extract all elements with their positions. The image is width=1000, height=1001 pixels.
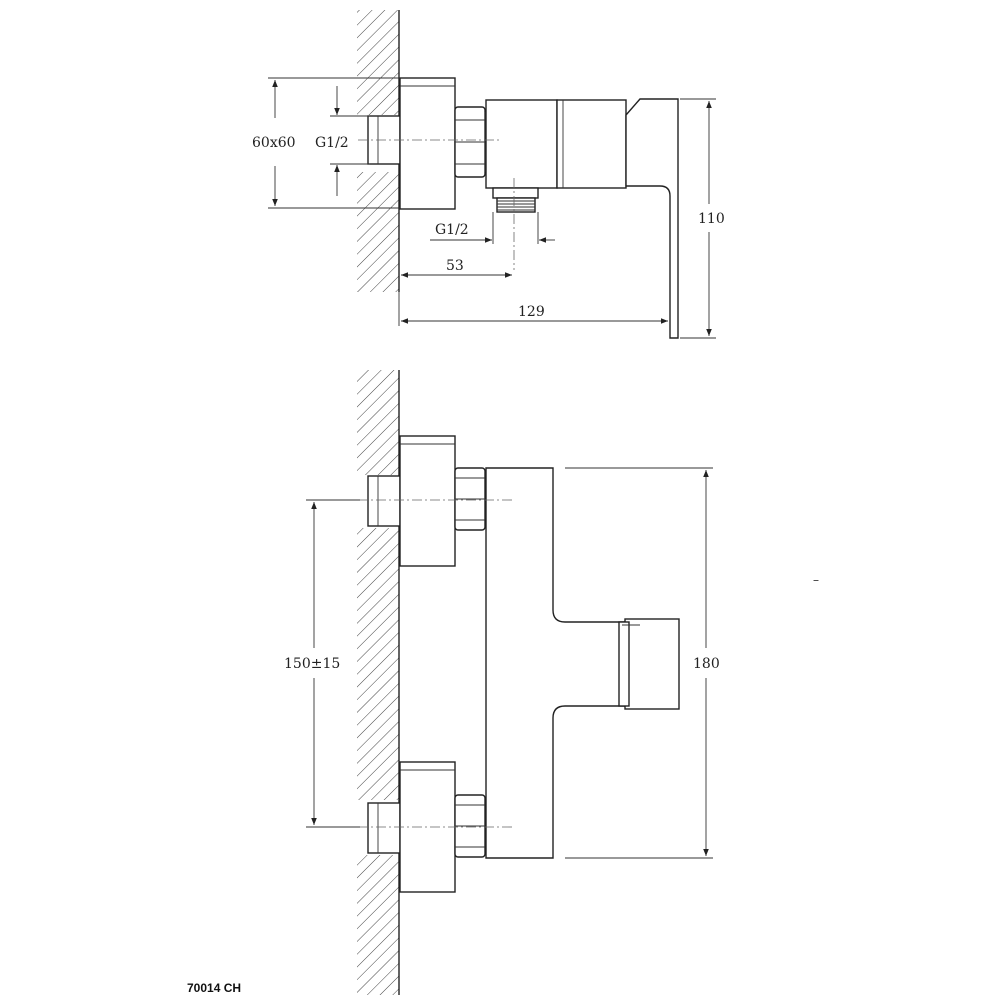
dim-outlet-offset: 53 — [401, 258, 512, 278]
hex-nut — [454, 106, 486, 178]
dim-outlet-thread: G1/2 — [430, 212, 555, 244]
upper-inlet — [367, 435, 486, 567]
front-view: 150±15 180 – — [284, 370, 819, 995]
flange — [399, 77, 456, 210]
mixer-body-side — [485, 98, 679, 339]
dim-flange-size-label: 60x60 — [252, 135, 296, 151]
dim-height-front-label: 180 — [693, 656, 720, 672]
dim-inlet-thread: G1/2 — [315, 86, 370, 196]
dim-height-side: 110 — [680, 98, 725, 339]
dim-depth-label: 129 — [518, 304, 545, 320]
mixer-body-front — [485, 467, 680, 859]
outlet-thread — [492, 187, 539, 213]
dim-flange-size: 60x60 — [252, 77, 400, 209]
dim-center-distance: 150±15 — [284, 499, 360, 828]
dim-outlet-offset-label: 53 — [446, 258, 464, 274]
wall-hatch-bottom — [357, 370, 400, 995]
side-view: 60x60 G1/2 G1/2 53 129 — [252, 10, 725, 339]
dim-depth: 129 — [398, 292, 668, 326]
dim-center-distance-label: 150±15 — [284, 656, 340, 672]
dim-height-front: 180 — [565, 467, 720, 859]
dim-height-side-label: 110 — [698, 211, 725, 227]
stray-mark: – — [813, 573, 819, 587]
lower-inlet — [367, 761, 486, 893]
dim-inlet-thread-label: G1/2 — [315, 135, 349, 151]
model-code: 70014 CH — [187, 981, 241, 995]
dim-outlet-thread-label: G1/2 — [435, 222, 469, 238]
wall-hatch-top — [357, 10, 400, 292]
